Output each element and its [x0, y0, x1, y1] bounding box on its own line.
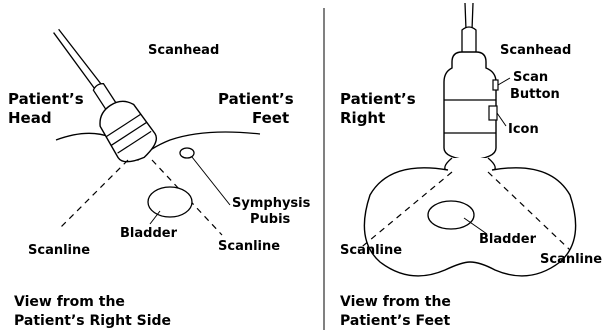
scanline-label-left-b: Scanline: [218, 239, 280, 254]
bladder-ellipse-side: [148, 187, 192, 217]
patients-right-label-line1: Patient’s: [340, 90, 416, 108]
scan-button-label-line1: Scan: [513, 70, 548, 85]
patients-head-label-line1: Patient’s: [8, 90, 84, 108]
scanline-left-dash: [60, 160, 128, 228]
icon-rect: [489, 106, 497, 120]
scanhead-label-right: Scanhead: [500, 43, 571, 58]
scanline-label-right-a: Scanline: [340, 243, 402, 258]
scanhead-cable: [54, 26, 103, 93]
patients-right-label-line2: Right: [340, 109, 385, 127]
left-panel: Scanhead Patient’s Head Patient’s Feet S…: [8, 16, 311, 329]
bladder-label-right: Bladder: [479, 232, 537, 247]
bladder-ellipse-front: [428, 201, 474, 229]
scan-button-rect: [493, 80, 498, 90]
body-surface-curve: [56, 132, 260, 160]
symphysis-leader: [192, 157, 230, 205]
scanline-label-right-b: Scanline: [540, 252, 602, 267]
scanhead-label-left: Scanhead: [148, 43, 219, 58]
scanhead-tip-front: [445, 158, 495, 172]
right-panel: Scanhead Scan Button Icon Patient’s Righ…: [340, 3, 602, 329]
scan-button-leader: [498, 78, 510, 85]
patients-feet-label-line2: Feet: [252, 109, 289, 127]
scanline-label-left-a: Scanline: [28, 243, 90, 258]
caption-right-line2: Patient’s Feet: [340, 313, 450, 329]
scanhead-body-front: [444, 52, 496, 160]
bladder-label-left: Bladder: [120, 226, 178, 241]
scan-button-label-line2: Button: [510, 87, 560, 102]
patients-feet-label-line1: Patient’s: [218, 90, 294, 108]
caption-right-line1: View from the: [340, 294, 451, 310]
symphysis-label-line2: Pubis: [250, 212, 291, 227]
icon-leader: [497, 113, 506, 126]
caption-left-line1: View from the: [14, 294, 125, 310]
patients-head-label-line2: Head: [8, 109, 52, 127]
symphysis-pubis-circle: [180, 148, 194, 158]
icon-label: Icon: [508, 122, 539, 137]
caption-left-line2: Patient’s Right Side: [14, 313, 171, 329]
scanhead-cable-front: [465, 3, 473, 30]
symphysis-label-line1: Symphysis: [232, 196, 311, 211]
scanhead-neck-front: [462, 27, 476, 52]
